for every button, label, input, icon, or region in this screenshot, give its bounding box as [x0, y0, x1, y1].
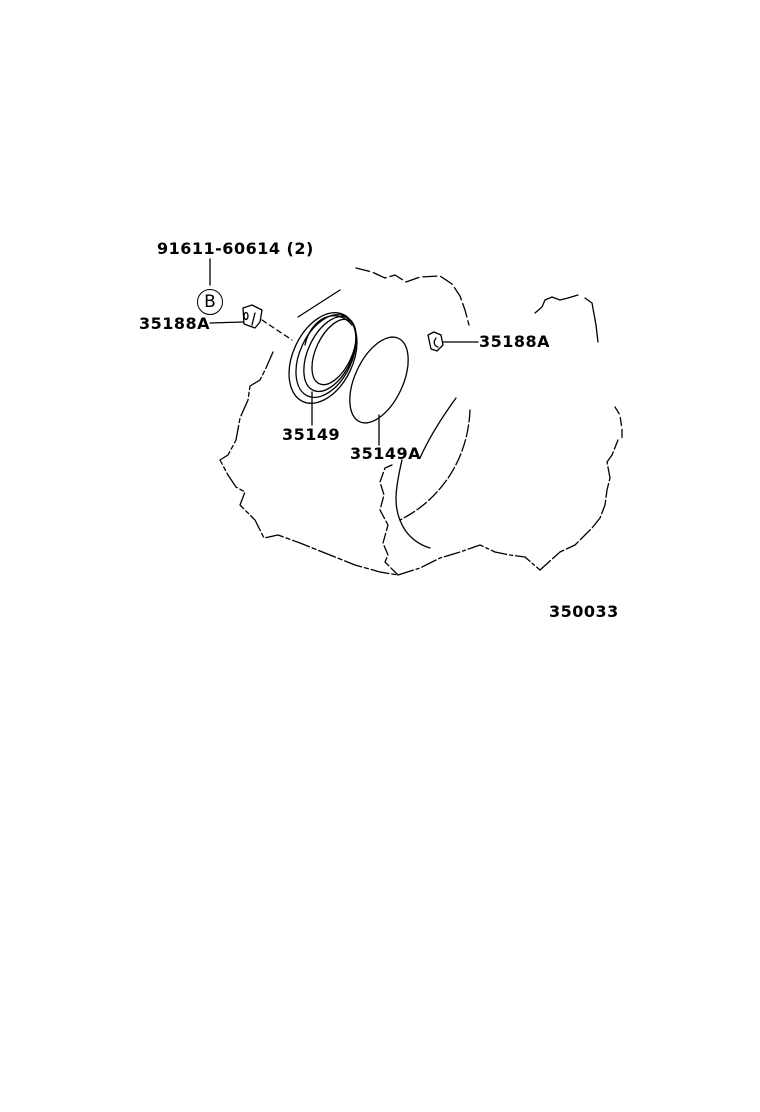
o-ring-icon: [349, 336, 409, 424]
bolt-quantity: (2): [286, 239, 314, 258]
figure-number: 350033: [549, 602, 619, 621]
housing-edge: [539, 439, 619, 571]
bolt-part-number: 91611-60614: [157, 239, 281, 258]
oil-seal-icon: [288, 312, 358, 404]
part-label-o-ring: 35149A: [350, 444, 422, 463]
assembly-dashed-line: [261, 319, 293, 341]
inner-arc: [395, 459, 431, 549]
reference-letter-bubble: B: [197, 289, 223, 315]
housing-edge: [297, 289, 341, 318]
bolt-callout-label: 91611-60614 (2): [157, 241, 314, 257]
housing-edge: [219, 351, 399, 576]
housing-edge: [397, 544, 541, 576]
housing-edge: [584, 297, 599, 343]
housing-edge: [614, 406, 623, 442]
inner-arc: [419, 397, 457, 459]
clip-left-leader: [209, 321, 244, 324]
part-label-oil-seal: 35149: [282, 425, 341, 444]
inner-arc: [399, 409, 471, 521]
housing-edge: [534, 294, 579, 314]
housing-edge: [379, 464, 399, 576]
part-label-clip-left: 35188A: [139, 314, 211, 333]
clip-right-icon: [427, 331, 444, 352]
housing-edge: [355, 267, 470, 326]
clip-left-icon: [242, 304, 263, 329]
part-label-clip-right: 35188A: [479, 332, 551, 351]
